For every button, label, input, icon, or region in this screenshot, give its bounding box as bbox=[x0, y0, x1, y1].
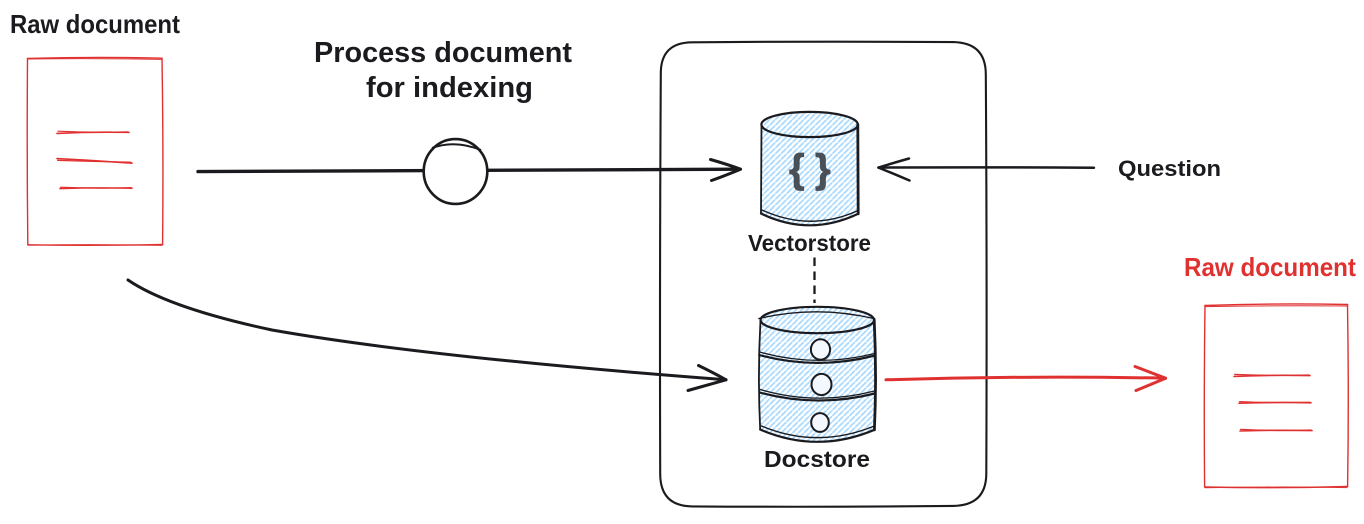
svg-text:Question: Question bbox=[1118, 156, 1221, 181]
svg-text:Raw document: Raw document bbox=[1184, 252, 1356, 282]
svg-text:Docstore: Docstore bbox=[764, 446, 870, 472]
svg-text:Vectorstore: Vectorstore bbox=[748, 230, 871, 256]
svg-text:for indexing: for indexing bbox=[366, 72, 533, 104]
svg-text:Process document: Process document bbox=[314, 37, 572, 69]
svg-text:{: { bbox=[789, 147, 805, 191]
svg-text:}: } bbox=[815, 147, 831, 191]
svg-text:Raw document: Raw document bbox=[10, 9, 180, 39]
